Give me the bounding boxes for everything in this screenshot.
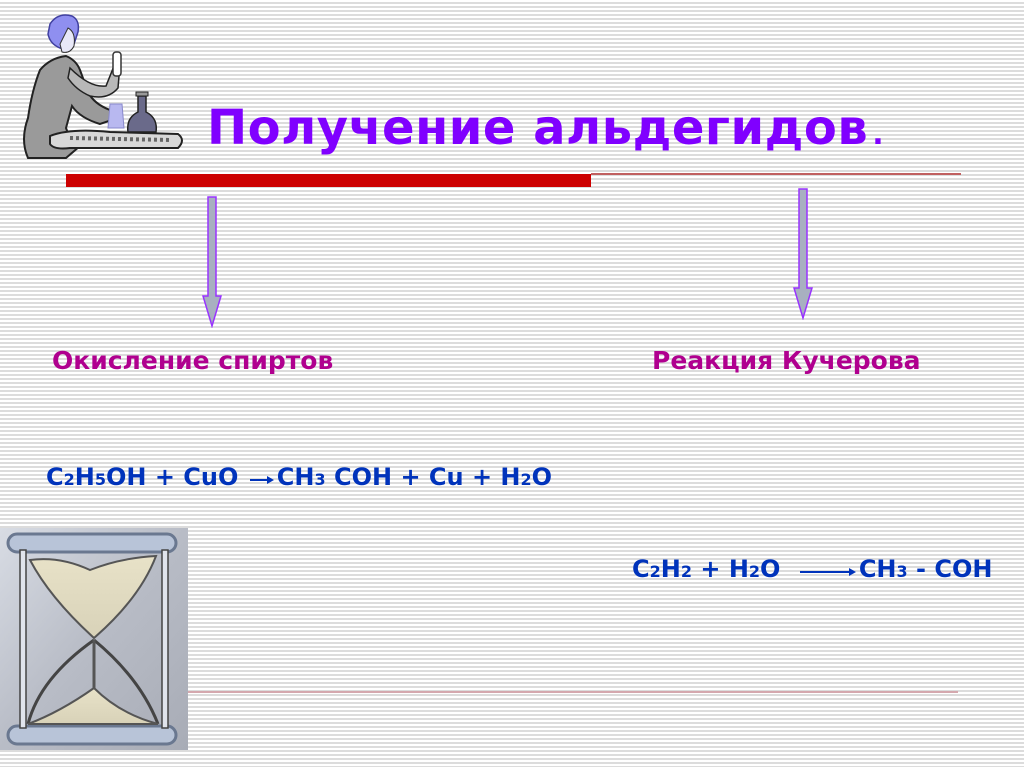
hourglass-illustration — [0, 528, 188, 750]
equation-alcohol-oxidation: C2H5OH + CuO CH3 COH + Cu + H2O — [46, 463, 553, 492]
arrow-down-icon — [201, 196, 223, 329]
slide-title-period: . — [872, 117, 885, 152]
down-arrow-right — [792, 188, 814, 324]
reaction-arrow-icon — [249, 464, 275, 492]
chemist-icon — [23, 14, 183, 159]
heading-alcohol-oxidation: Окисление спиртов — [52, 346, 334, 375]
title-thin-line — [591, 173, 961, 175]
reaction-arrow-icon — [799, 556, 857, 584]
hourglass-icon — [0, 528, 188, 750]
footer-divider-line — [188, 691, 958, 693]
equation-kucherov: C2H2 + H2O CH3 - COH — [632, 555, 993, 584]
heading-kucherov-reaction: Реакция Кучерова — [652, 346, 921, 375]
slide-title: Получение альдегидов. — [207, 100, 884, 156]
down-arrow-left — [201, 196, 223, 332]
arrow-down-icon — [792, 188, 814, 321]
chemist-illustration — [10, 8, 190, 166]
title-red-bar — [66, 174, 591, 187]
slide-title-text: Получение альдегидов — [207, 100, 869, 156]
